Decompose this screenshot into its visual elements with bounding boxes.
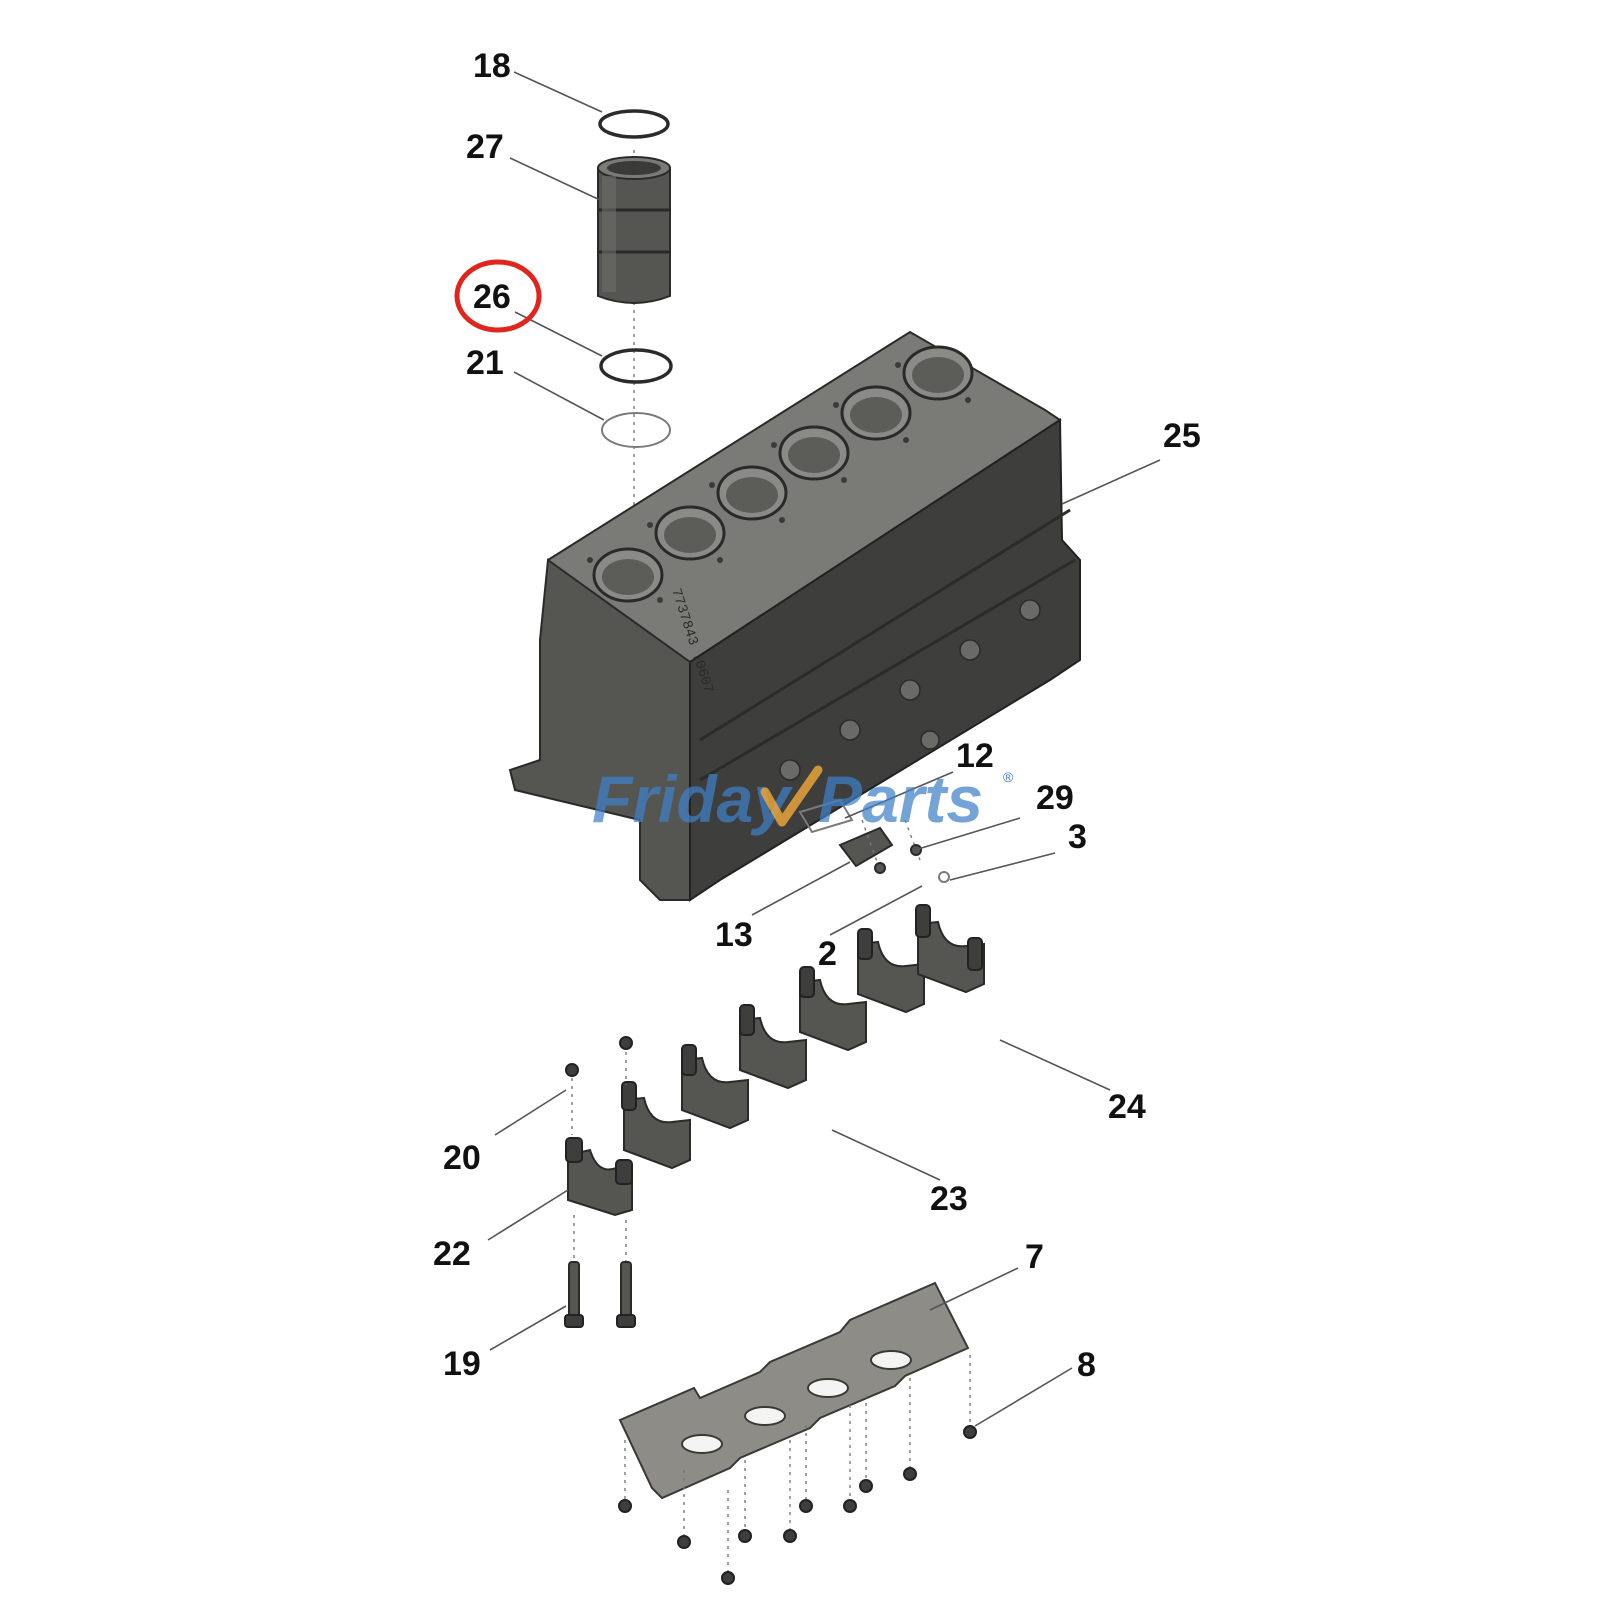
callout-20: 20 <box>443 1139 481 1177</box>
callout-29: 29 <box>1036 779 1074 817</box>
callout-25: 25 <box>1163 417 1201 455</box>
plate-bolts-8 <box>618 1355 977 1585</box>
brand-word-friday: Friday <box>592 762 793 836</box>
callout-23: 23 <box>930 1180 968 1218</box>
callout-13: 13 <box>715 916 753 954</box>
seal-ring-18 <box>598 109 670 139</box>
leader-lines <box>487 71 1161 1427</box>
main-bearing-caps <box>565 904 985 1217</box>
callout-labels: 18 27 26 21 25 12 29 3 13 2 24 20 23 22 … <box>433 47 1201 1384</box>
callout-8: 8 <box>1077 1346 1096 1384</box>
bearing-cap-23 <box>621 928 925 1170</box>
callout-26: 26 <box>473 278 511 316</box>
brand-word-parts: Parts <box>818 762 983 836</box>
callout-12: 12 <box>956 737 994 775</box>
callout-24: 24 <box>1108 1088 1146 1126</box>
cylinder-bores <box>592 345 974 603</box>
callout-21: 21 <box>466 344 504 382</box>
highlight-circle <box>454 259 542 333</box>
stiffener-plate-7 <box>618 1281 970 1500</box>
cylinder-liner-27 <box>597 156 671 304</box>
callout-27: 27 <box>466 128 504 166</box>
callout-22: 22 <box>433 1235 471 1273</box>
o-ring-21 <box>601 412 671 448</box>
dowel-20 <box>565 1063 579 1077</box>
callout-3: 3 <box>1068 818 1087 856</box>
callout-2: 2 <box>818 935 837 973</box>
callout-19: 19 <box>443 1345 481 1383</box>
cylinder-block-25: 7737843 .0607 <box>508 330 1081 902</box>
liner-assembly <box>597 109 673 590</box>
bearing-cap-22 <box>565 1137 633 1217</box>
o-ring-26 <box>599 348 673 384</box>
main-bearing-bolts-19 <box>564 1215 636 1328</box>
brand-registered-mark: ® <box>1003 769 1014 785</box>
fittings <box>798 798 950 883</box>
callout-7: 7 <box>1025 1238 1044 1276</box>
brand-watermark: Friday Parts ® <box>592 762 1014 836</box>
bearing-cap-24 <box>915 904 985 994</box>
brand-check-mark <box>760 765 823 827</box>
callout-18: 18 <box>473 47 511 85</box>
